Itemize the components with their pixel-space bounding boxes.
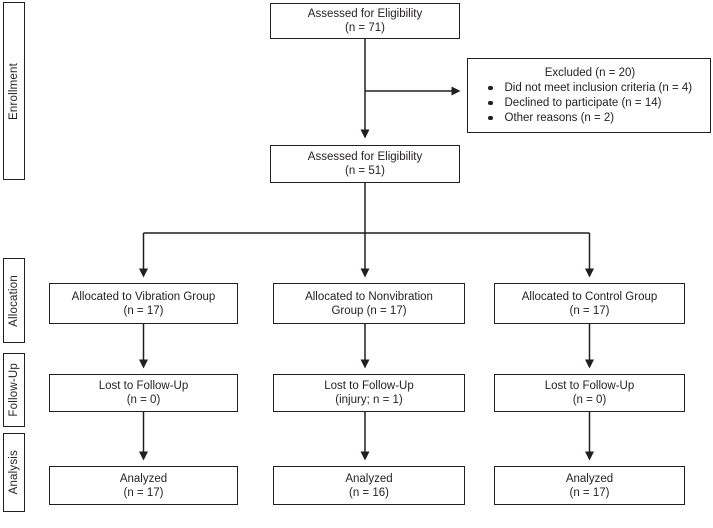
excluded-item: Other reasons (n = 2): [476, 111, 704, 126]
node-text-line: (n = 0): [572, 394, 607, 406]
node-text-line: Allocated to Control Group: [521, 290, 658, 303]
node-text-line: Analyzed: [119, 472, 168, 485]
excluded-item: Did not meet inclusion criteria (n = 4): [476, 81, 704, 96]
assessed-eligibility-51-box: Assessed for Eligibility (n = 51): [270, 145, 460, 183]
node-text-line: Lost to Follow-Up: [98, 380, 189, 392]
excluded-item-text: Declined to participate (n = 14): [504, 96, 662, 109]
excluded-item: Declined to participate (n = 14): [476, 96, 704, 111]
node-text-line: (n = 16): [349, 486, 389, 499]
stage-allocation: Allocation: [3, 258, 25, 343]
lost-followup-vibration-box: Lost to Follow-Up (n = 0): [49, 374, 238, 412]
stage-followup-label: Follow-Up: [8, 363, 20, 417]
node-text-line: Lost to Follow-Up: [324, 380, 414, 392]
node-text-line: Analyzed: [345, 472, 393, 485]
stage-followup: Follow-Up: [3, 353, 25, 427]
node-text-line: (n = 71): [345, 22, 385, 34]
excluded-item-text: Other reasons (n = 2): [504, 111, 615, 124]
allocated-vibration-box: Allocated to Vibration Group (n = 17): [49, 283, 238, 324]
stage-allocation-label: Allocation: [8, 274, 20, 327]
excluded-title: Excluded (n = 20): [544, 66, 636, 79]
lost-followup-nonvibration-box: Lost to Follow-Up (injury; n = 1): [273, 374, 465, 412]
analyzed-nonvibration-box: Analyzed (n = 16): [273, 466, 465, 505]
analyzed-control-box: Analyzed (n = 17): [494, 466, 685, 505]
excluded-item-text: Did not meet inclusion criteria (n = 4): [504, 81, 693, 94]
bullet-icon: [488, 85, 493, 90]
node-text-line: (n = 51): [345, 165, 385, 177]
assessed-eligibility-71-box: Assessed for Eligibility (n = 71): [270, 3, 460, 39]
node-text-line: (n = 17): [569, 304, 610, 317]
stage-analysis-label: Analysis: [8, 450, 20, 495]
node-text-line: Analyzed: [565, 472, 614, 485]
stage-enrollment: Enrollment: [3, 2, 25, 180]
node-text-line: (n = 17): [123, 486, 164, 499]
stage-analysis: Analysis: [3, 433, 25, 512]
node-text-line: (injury; n = 1): [335, 394, 403, 406]
node-text-line: Allocated to Vibration Group: [71, 290, 216, 303]
bullet-icon: [488, 100, 493, 105]
bullet-icon: [488, 115, 493, 120]
analyzed-vibration-box: Analyzed (n = 17): [49, 466, 238, 505]
excluded-box: Excluded (n = 20) Did not meet inclusion…: [467, 58, 711, 133]
node-text-line: Allocated to Nonvibration: [305, 290, 433, 303]
lost-followup-control-box: Lost to Follow-Up (n = 0): [494, 374, 685, 412]
allocated-control-box: Allocated to Control Group (n = 17): [494, 283, 685, 324]
stage-enrollment-label: Enrollment: [8, 62, 20, 120]
node-text-line: Assessed for Eligibility: [307, 151, 423, 163]
node-text-line: Group (n = 17): [331, 304, 407, 317]
node-text-line: (n = 17): [123, 304, 164, 317]
allocated-nonvibration-box: Allocated to Nonvibration Group (n = 17): [273, 283, 465, 324]
node-text-line: (n = 17): [569, 486, 610, 499]
node-text-line: Assessed for Eligibility: [307, 8, 423, 20]
node-text-line: Lost to Follow-Up: [544, 380, 635, 392]
node-text-line: (n = 0): [126, 394, 161, 406]
